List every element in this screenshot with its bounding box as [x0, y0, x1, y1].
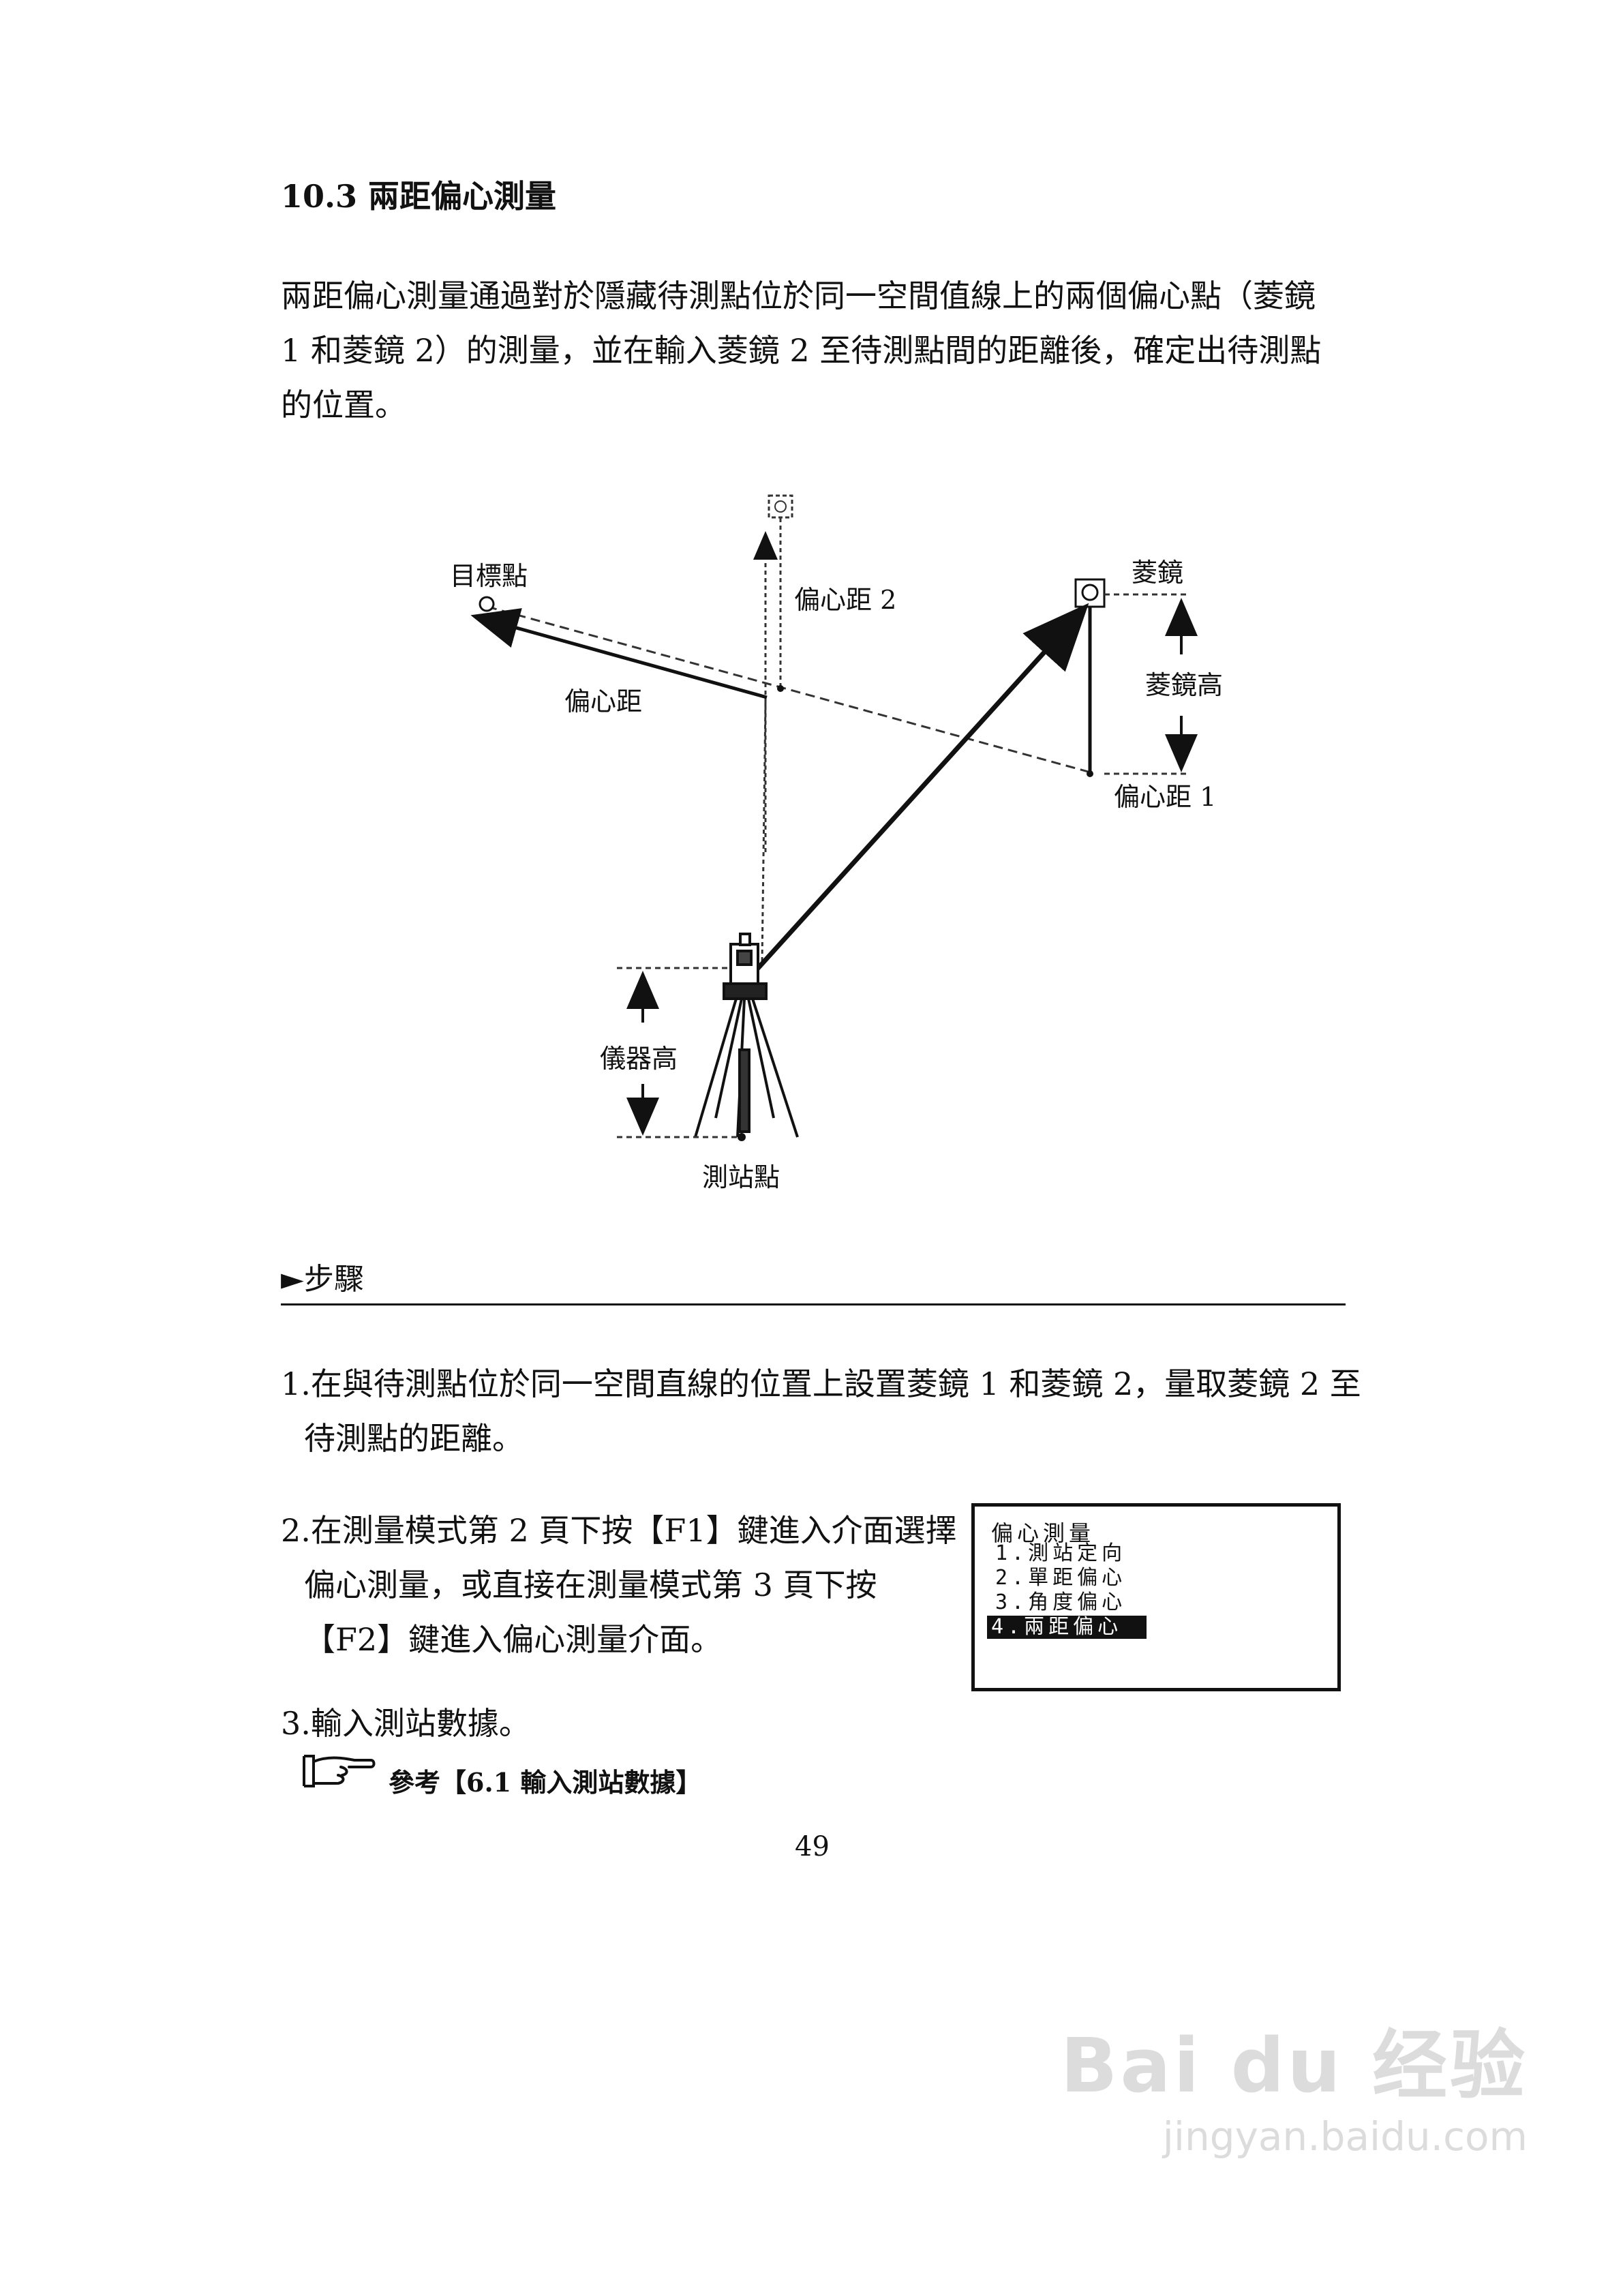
screen-title: 偏心測量 [991, 1520, 1095, 1546]
prism-height-label: 菱鏡高 [1145, 670, 1223, 700]
target-point-label: 目標點 [450, 561, 528, 591]
sight-line [751, 603, 1089, 976]
divider [281, 1303, 1346, 1305]
reference-note: 參考【6.1 輸入測站數據】 [389, 1767, 702, 1798]
instrument-screen: 偏心測量 1.測站定向 2.單距偏心 3.角度偏心 4.兩距偏心 [971, 1503, 1341, 1691]
prism-label: 菱鏡 [1132, 558, 1183, 588]
section-title: 10.3 兩距偏心測量 [281, 178, 557, 215]
pointing-hand-icon [303, 1755, 376, 1787]
step-1: 1.在與待測點位於同一空間直線的位置上設置菱鏡 1 和菱鏡 2，量取菱鏡 2 至… [281, 1365, 1361, 1457]
page-number: 49 [795, 1831, 830, 1862]
offset1-label: 偏心距 1 [1114, 782, 1216, 812]
menu-item-station-orientation[interactable]: 1.測站定向 [995, 1541, 1127, 1565]
menu-item-angle-offset[interactable]: 3.角度偏心 [995, 1590, 1127, 1614]
offset2-label: 偏心距 2 [794, 585, 896, 615]
offset-arrow [470, 608, 768, 699]
watermark-url: jingyan.baidu.com [1162, 2113, 1528, 2160]
menu-item-two-distance-offset[interactable]: 4.兩距偏心 [987, 1616, 1147, 1639]
steps-heading: ►步驟 [281, 1262, 364, 1297]
station-point-label: 測站點 [702, 1162, 780, 1192]
total-station-icon [694, 933, 799, 1138]
step-3: 3.輸入測站數據。 [281, 1705, 530, 1742]
menu-item-single-distance-offset[interactable]: 2.單距偏心 [995, 1566, 1127, 1590]
watermark-logo: Bai du 经验 [1060, 2022, 1528, 2109]
offset-label: 偏心距 [564, 686, 642, 716]
intro-paragraph: 兩距偏心測量通過對於隱藏待測點位於同一空間值線上的兩個偏心點（菱鏡 1 和菱鏡 … [281, 277, 1322, 423]
prism2-marker [768, 494, 793, 519]
instrument-height-label: 儀器高 [600, 1044, 678, 1074]
target-point-marker [479, 596, 495, 612]
step-2: 2.在測量模式第 2 頁下按【F1】鍵進入介面選擇偏心測量，或直接在測量模式第 … [281, 1512, 957, 1658]
prism1-marker [1074, 578, 1106, 608]
watermark: Bai du 经验 jingyan.baidu.com [1061, 2004, 1528, 2160]
